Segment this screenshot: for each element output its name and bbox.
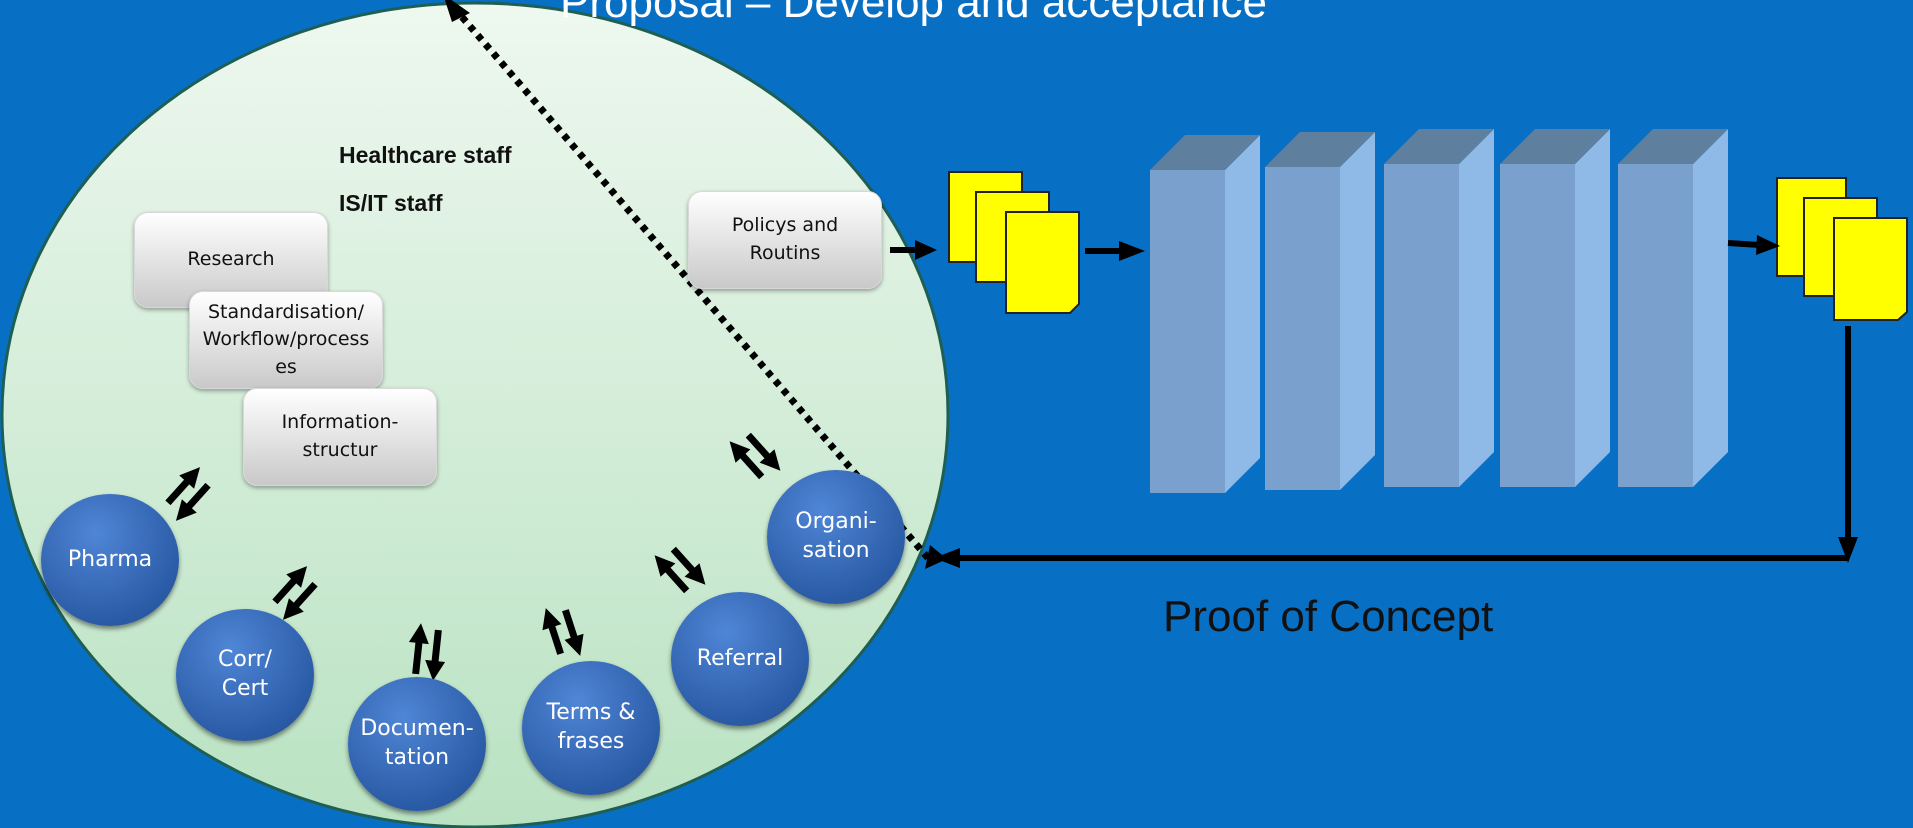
exchange-arrow-documentation-icon: [408, 623, 446, 681]
standardisation-box: Standardisation/ Workflow/process es: [189, 291, 383, 389]
exchange-arrow-terms-icon: [542, 608, 584, 656]
exchange-arrow-organisation-icon: [729, 432, 781, 480]
flow-arrows: [890, 235, 1858, 568]
prism-1: [1150, 135, 1260, 493]
isit-staff-label: IS/IT staff: [339, 190, 443, 216]
prism-2: [1265, 132, 1375, 490]
policys-routins-box: Policys and Routins: [688, 191, 882, 289]
information-structure-box: Information- structur: [243, 388, 437, 486]
document-stack-input-icon: [948, 171, 1080, 314]
process-prisms: [1150, 129, 1728, 493]
page-title: Proposal – Develop and acceptance: [560, 0, 1267, 27]
exchange-arrow-pharma-icon: [165, 467, 211, 521]
documentation-circle: Documen- tation: [348, 677, 486, 811]
prism-3: [1384, 129, 1494, 487]
organisation-circle: Organi- sation: [767, 470, 905, 604]
document-stack-output-icon: [1776, 177, 1908, 321]
pharma-circle: Pharma: [41, 494, 179, 626]
exchange-arrow-corr-icon: [272, 566, 318, 620]
healthcare-staff-label: Healthcare staff: [339, 142, 512, 168]
corr-cert-circle: Corr/ Cert: [176, 609, 314, 741]
prism-5: [1618, 129, 1728, 487]
terms-frases-circle: Terms & frases: [522, 661, 660, 795]
scope-ellipse: [0, 1, 950, 828]
proof-of-concept-label: Proof of Concept: [1163, 592, 1494, 641]
prism-4: [1500, 129, 1610, 487]
exchange-arrow-referral-icon: [654, 546, 706, 594]
referral-circle: Referral: [671, 592, 809, 726]
